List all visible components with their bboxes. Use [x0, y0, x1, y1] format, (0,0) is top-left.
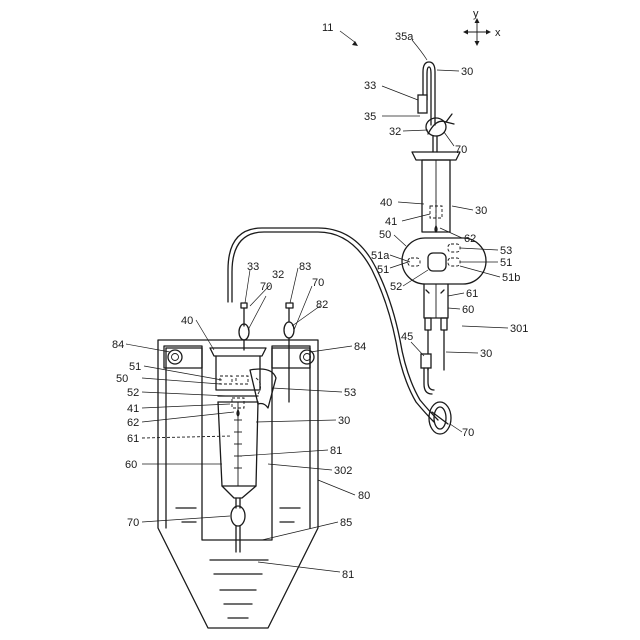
connector-33-right [418, 95, 427, 113]
label-30-left: 30 [338, 415, 350, 427]
label-83: 83 [299, 261, 311, 273]
label-70-left-low: 70 [127, 517, 139, 529]
label-81-low: 81 [342, 569, 354, 581]
label-70-right-low: 70 [462, 427, 474, 439]
label-84-right: 84 [354, 341, 366, 353]
label-61-right: 61 [466, 288, 478, 300]
label-32-left: 32 [272, 269, 284, 281]
label-11: 11 [322, 22, 333, 34]
label-41-left: 41 [127, 403, 139, 415]
label-70-left-b: 70 [312, 277, 324, 289]
label-81-mid: 81 [330, 445, 342, 457]
label-62-left: 62 [127, 417, 139, 429]
label-32-right: 32 [389, 126, 401, 138]
label-62-right: 62 [464, 233, 476, 245]
label-33-left: 33 [247, 261, 259, 273]
label-84-left: 84 [112, 339, 124, 351]
label-301: 301 [510, 323, 528, 335]
label-70-left-a: 70 [260, 281, 272, 293]
label-50-left: 50 [116, 373, 128, 385]
label-60-right: 60 [462, 304, 474, 316]
label-50-right: 50 [379, 229, 391, 241]
label-61-left: 61 [127, 433, 139, 445]
label-60-left: 60 [125, 459, 137, 471]
clip-70-left-low [231, 506, 245, 526]
leader-11 [340, 31, 356, 43]
label-35a: 35a [395, 31, 414, 43]
label-51b: 51b [502, 272, 520, 284]
label-53-left: 53 [344, 387, 356, 399]
label-53-right: 53 [500, 245, 512, 257]
label-45: 45 [401, 331, 413, 343]
label-52-left: 52 [127, 387, 139, 399]
label-51-right-r: 51 [500, 257, 512, 269]
label-85: 85 [340, 517, 352, 529]
right-assembly-301 [402, 62, 486, 434]
label-30-right-mid: 30 [475, 205, 487, 217]
label-70-right-top: 70 [455, 144, 467, 156]
label-51a: 51a [371, 250, 390, 262]
label-35: 35 [364, 111, 376, 123]
label-52-right: 52 [390, 281, 402, 293]
label-33-right: 33 [364, 80, 376, 92]
label-axis-x: x [495, 27, 501, 39]
label-41-right: 41 [385, 216, 397, 228]
label-51-left: 51 [129, 361, 141, 373]
label-40-right: 40 [380, 197, 392, 209]
axis-indicator [463, 18, 491, 46]
label-30-right-low: 30 [480, 348, 492, 360]
label-80: 80 [358, 490, 370, 502]
label-82: 82 [316, 299, 328, 311]
label-40-left: 40 [181, 315, 193, 327]
label-30-top: 30 [461, 66, 473, 78]
label-axis-y: y [473, 8, 479, 20]
label-51-right-l: 51 [377, 264, 389, 276]
label-302: 302 [334, 465, 352, 477]
